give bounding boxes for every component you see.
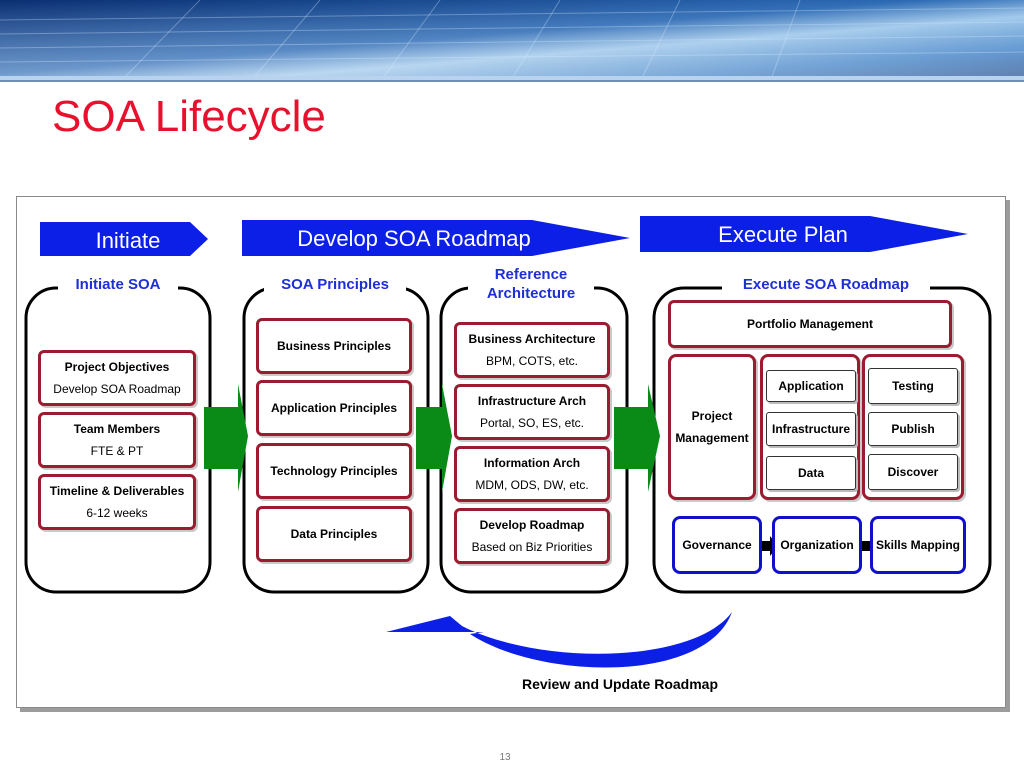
box-infrastructure-arch: Infrastructure Arch Portal, SO, ES, etc. bbox=[454, 384, 610, 440]
box-title: Develop Roadmap bbox=[479, 518, 585, 532]
header-reference-architecture: Reference Architecture bbox=[468, 265, 594, 303]
phase-label-develop: Develop SOA Roadmap bbox=[297, 226, 531, 251]
banner-graphic bbox=[0, 0, 1024, 82]
phase-label-initiate: Initiate bbox=[95, 228, 161, 253]
box-title: Timeline & Deliverables bbox=[49, 484, 185, 498]
header-initiate-soa: Initiate SOA bbox=[58, 275, 178, 294]
box-information-arch: Information Arch MDM, ODS, DW, etc. bbox=[454, 446, 610, 502]
box-title: Team Members bbox=[73, 422, 161, 436]
phase-arrow-execute bbox=[640, 216, 968, 252]
box-application-principles: Application Principles bbox=[256, 380, 412, 436]
header-reference-line2: Architecture bbox=[486, 285, 576, 302]
box-detail: Portal, SO, ES, etc. bbox=[479, 416, 585, 430]
slide-title: SOA Lifecycle bbox=[52, 92, 326, 141]
box-project-management: Project Management bbox=[668, 354, 756, 500]
box-business-principles: Business Principles bbox=[256, 318, 412, 374]
box-portfolio-management: Portfolio Management bbox=[668, 300, 952, 348]
review-update-label: Review and Update Roadmap bbox=[521, 676, 719, 692]
phase-arrow-develop bbox=[242, 220, 630, 256]
box-title: Information Arch bbox=[483, 456, 581, 470]
box-data-principles: Data Principles bbox=[256, 506, 412, 562]
box-detail: BPM, COTS, etc. bbox=[485, 354, 578, 368]
phase-label-execute: Execute Plan bbox=[718, 222, 848, 247]
phase-arrow-initiate bbox=[40, 222, 208, 256]
header-banner bbox=[0, 0, 1024, 82]
header-soa-principles: SOA Principles bbox=[264, 275, 406, 294]
box-timeline-deliverables: Timeline & Deliverables 6-12 weeks bbox=[38, 474, 196, 530]
review-curve-arrow bbox=[386, 612, 732, 668]
box-data: Data bbox=[766, 456, 856, 490]
box-detail: FTE & PT bbox=[90, 444, 144, 458]
box-testing: Testing bbox=[868, 368, 958, 404]
header-reference-line1: Reference bbox=[494, 266, 568, 283]
box-title: Project Objectives bbox=[64, 360, 170, 374]
box-detail: Develop SOA Roadmap bbox=[53, 382, 181, 396]
header-execute-soa-roadmap: Execute SOA Roadmap bbox=[722, 275, 930, 294]
box-organization: Organization bbox=[772, 516, 862, 574]
box-title-line1: Project bbox=[691, 409, 733, 423]
page-number: 13 bbox=[499, 752, 511, 763]
green-arrow-2 bbox=[416, 384, 452, 492]
box-detail: 6-12 weeks bbox=[86, 506, 148, 520]
box-infrastructure: Infrastructure bbox=[766, 412, 856, 446]
box-business-architecture: Business Architecture BPM, COTS, etc. bbox=[454, 322, 610, 378]
box-governance: Governance bbox=[672, 516, 762, 574]
green-arrow-1 bbox=[204, 384, 248, 492]
box-team-members: Team Members FTE & PT bbox=[38, 412, 196, 468]
box-title: Infrastructure Arch bbox=[477, 394, 587, 408]
green-arrow-3 bbox=[614, 384, 660, 492]
box-develop-roadmap: Develop Roadmap Based on Biz Priorities bbox=[454, 508, 610, 564]
box-detail: MDM, ODS, DW, etc. bbox=[475, 478, 589, 492]
box-application: Application bbox=[766, 370, 856, 402]
box-project-objectives: Project Objectives Develop SOA Roadmap bbox=[38, 350, 196, 406]
box-title: Business Architecture bbox=[468, 332, 596, 346]
box-publish: Publish bbox=[868, 412, 958, 446]
box-title-line2: Management bbox=[675, 431, 749, 445]
box-technology-principles: Technology Principles bbox=[256, 443, 412, 499]
box-discover: Discover bbox=[868, 454, 958, 490]
box-skills-mapping: Skills Mapping bbox=[870, 516, 966, 574]
box-detail: Based on Biz Priorities bbox=[471, 540, 593, 554]
